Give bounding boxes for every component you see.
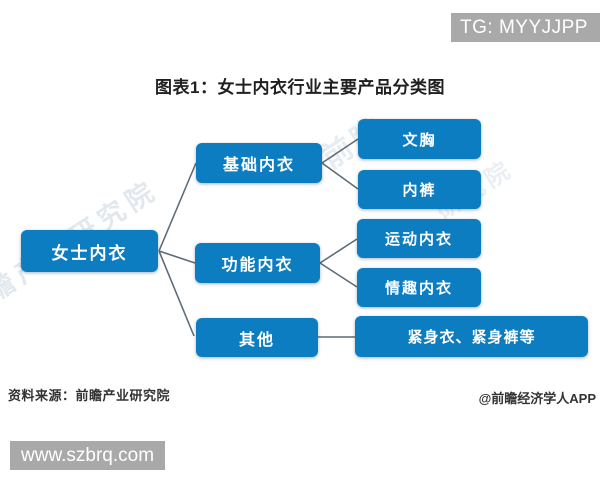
node-functional-underwear: 功能内衣 [195,243,320,283]
node-bra: 文胸 [358,119,481,159]
node-sports-underwear: 运动内衣 [357,219,481,258]
chart-title: 图表1：女士内衣行业主要产品分类图 [155,78,445,97]
tg-watermark-badge: TG: MYYJJPP [451,13,600,42]
node-women-underwear: 女士内衣 [21,230,158,272]
node-basic-underwear: 基础内衣 [196,143,322,183]
node-sexy-lingerie: 情趣内衣 [357,268,481,307]
url-watermark-badge: www.szbrq.com [10,441,166,470]
node-panties: 内裤 [358,170,481,209]
node-other: 其他 [196,318,318,357]
node-tights-leggings: 紧身衣、紧身裤等 [355,316,588,357]
source-note: 资料来源：前瞻产业研究院 [8,388,171,403]
credit-note: @前瞻经济学人APP [478,391,596,406]
